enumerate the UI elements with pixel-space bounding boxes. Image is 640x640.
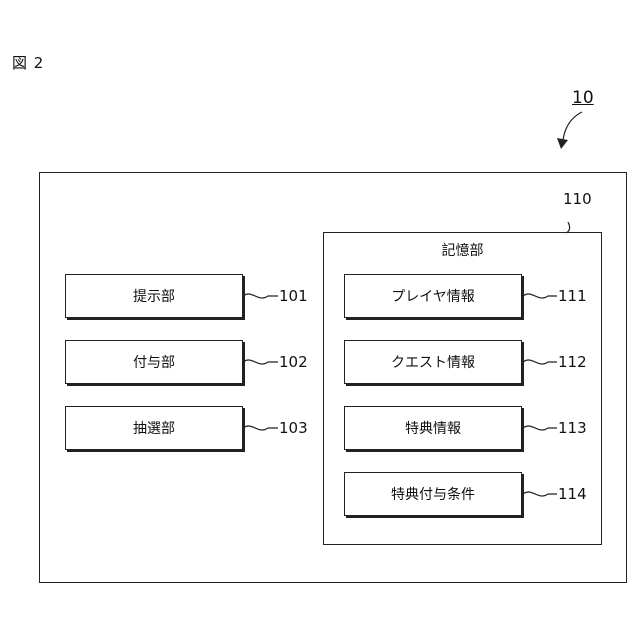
storage-item-label: クエスト情報 [391, 352, 475, 372]
storage-item-label: 特典付与条件 [391, 484, 475, 504]
storage-item-bonus-conditions: 特典付与条件 [344, 472, 522, 516]
storage-item-ref-label: 113 [558, 419, 587, 437]
storage-item-ref-label: 114 [558, 485, 587, 503]
storage-item-ref-label: 111 [558, 287, 587, 305]
system-ref-arrowhead [557, 138, 568, 149]
storage-item-ref-label: 112 [558, 353, 587, 371]
unit-label: 付与部 [133, 352, 175, 372]
storage-title: 記憶部 [323, 240, 602, 260]
storage-item-player-info: プレイヤ情報 [344, 274, 522, 318]
unit-ref-label: 103 [279, 419, 308, 437]
storage-item-label: 特典情報 [405, 418, 461, 438]
system-ref-label: 10 [572, 88, 594, 108]
storage-item-quest-info: クエスト情報 [344, 340, 522, 384]
figure-label: 図 2 [12, 52, 44, 73]
unit-label: 抽選部 [133, 418, 175, 438]
system-ref-arrow [563, 112, 582, 140]
unit-ref-label: 102 [279, 353, 308, 371]
unit-box-lottery: 抽選部 [65, 406, 243, 450]
storage-item-bonus-info: 特典情報 [344, 406, 522, 450]
unit-ref-label: 101 [279, 287, 308, 305]
unit-box-grant: 付与部 [65, 340, 243, 384]
storage-item-label: プレイヤ情報 [391, 286, 475, 306]
unit-box-presentation: 提示部 [65, 274, 243, 318]
unit-label: 提示部 [133, 286, 175, 306]
storage-ref-label: 110 [563, 190, 592, 208]
